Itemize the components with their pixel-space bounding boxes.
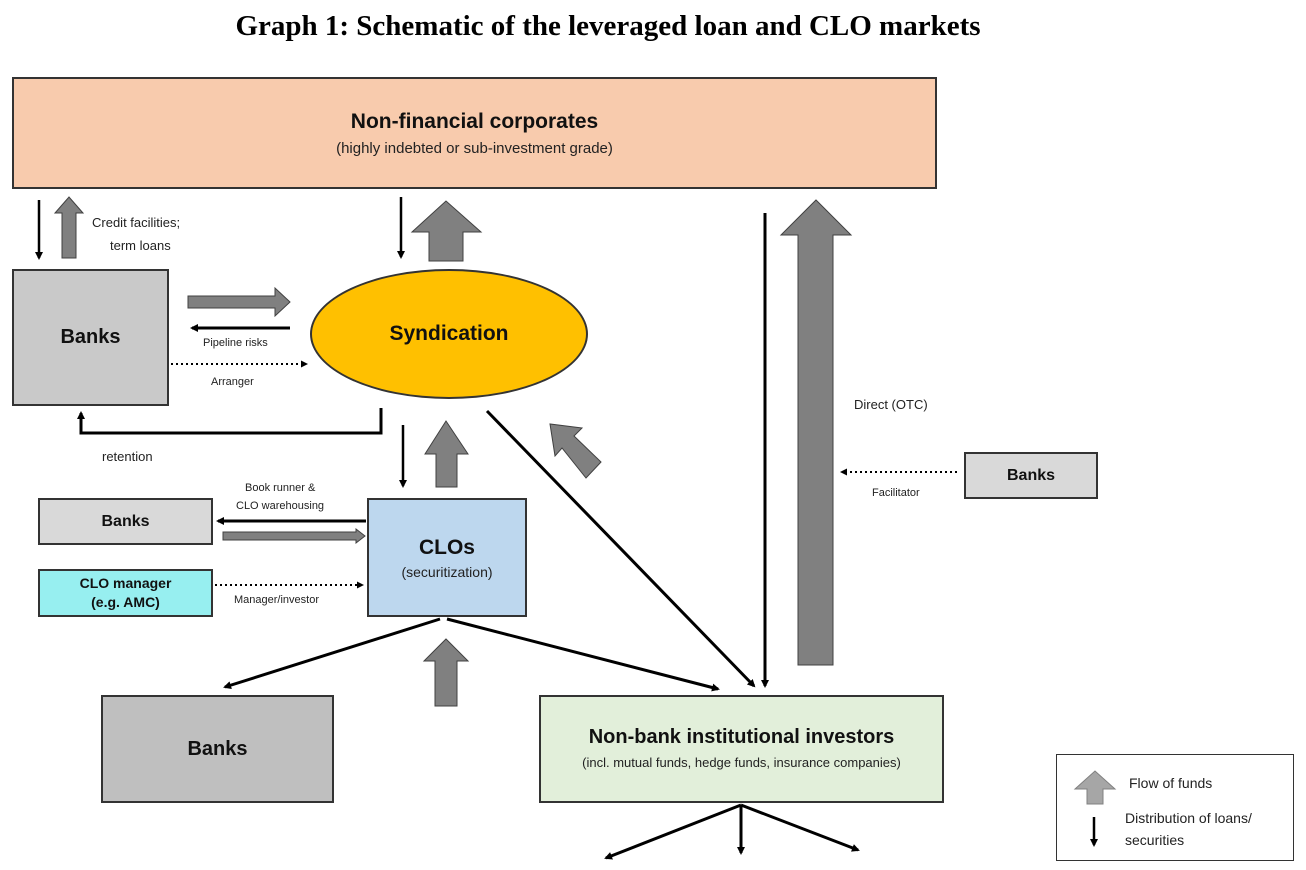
flow-of-funds-arrow-banks-to-clos xyxy=(222,527,366,545)
diagram-title: Graph 1: Schematic of the leveraged loan… xyxy=(235,10,981,42)
retention-arrow xyxy=(77,408,383,435)
flow-of-funds-arrow-nonbank-to-syndication xyxy=(549,423,602,479)
node-sublabel: (securitization) xyxy=(401,563,493,580)
node-sublabel: (highly indebted or sub-investment grade… xyxy=(336,139,613,157)
node-banks-facilitator: Banks xyxy=(964,452,1098,499)
node-label: Banks xyxy=(60,326,121,348)
node-label: CLOs xyxy=(418,535,475,559)
node-label-line2: (e.g. AMC) xyxy=(91,594,160,610)
flow-of-funds-arrow-investors-to-clos xyxy=(422,638,470,707)
distribution-arrow-clos-to-banks-bottom xyxy=(223,617,441,690)
node-label: Non-financial corporates xyxy=(350,109,599,133)
flow-of-funds-arrow-syndication-to-nfc xyxy=(410,200,483,262)
legend-distribution-label-line2: securities xyxy=(1125,832,1185,848)
node-banks-warehousing: Banks xyxy=(38,498,213,545)
label-direct-otc: Direct (OTC) xyxy=(854,397,928,412)
label-credit-facilities: Credit facilities; xyxy=(92,215,181,230)
label-clo-warehousing: CLO warehousing xyxy=(236,500,325,512)
flow-of-funds-arrow-clos-to-syndication xyxy=(424,420,469,488)
flow-of-funds-arrow-banks-to-nfc xyxy=(53,196,85,259)
flow-of-funds-arrow-banks-to-syndication xyxy=(187,286,291,318)
node-label: Syndication xyxy=(389,322,509,345)
node-sublabel: (incl. mutual funds, hedge funds, insura… xyxy=(582,754,901,770)
label-manager-investor: Manager/investor xyxy=(234,594,319,606)
flow-of-funds-arrow-direct-otc xyxy=(779,199,853,666)
label-facilitator: Facilitator xyxy=(872,487,920,499)
node-banks-lender: Banks xyxy=(12,269,169,406)
node-clos: CLOs (securitization) xyxy=(367,498,527,617)
node-clo-manager: CLO manager (e.g. AMC) xyxy=(38,569,213,617)
node-non-financial-corporates: Non-financial corporates (highly indebte… xyxy=(12,77,937,189)
node-non-bank-investors: Non-bank institutional investors (incl. … xyxy=(539,695,944,803)
node-label-line1: CLO manager xyxy=(79,575,172,591)
downstream-arrow-right xyxy=(740,803,860,852)
label-book-runner: Book runner & xyxy=(245,482,316,494)
node-label: Banks xyxy=(101,512,150,530)
label-pipeline-risks: Pipeline risks xyxy=(203,337,268,349)
node-label: Banks xyxy=(1006,466,1056,484)
downstream-arrow-left xyxy=(604,803,742,860)
label-retention: retention xyxy=(102,449,153,464)
legend-flow-of-funds-label: Flow of funds xyxy=(1129,775,1213,791)
node-syndication: Syndication xyxy=(310,269,588,399)
legend-distribution-label-line1: Distribution of loans/ xyxy=(1125,810,1252,826)
distribution-arrow-syndication-to-nonbank xyxy=(485,409,756,688)
legend: Flow of funds Distribution of loans/ sec… xyxy=(1056,754,1294,861)
distribution-arrow-clos-to-nonbank xyxy=(446,617,720,692)
node-label: Non-bank institutional investors xyxy=(588,725,895,748)
node-banks-investor: Banks xyxy=(101,695,334,803)
label-term-loans: term loans xyxy=(110,238,171,253)
node-label: Banks xyxy=(187,737,248,760)
legend-icons xyxy=(1073,770,1117,847)
label-arranger: Arranger xyxy=(211,376,254,388)
legend-flow-of-funds-icon xyxy=(1073,770,1117,805)
